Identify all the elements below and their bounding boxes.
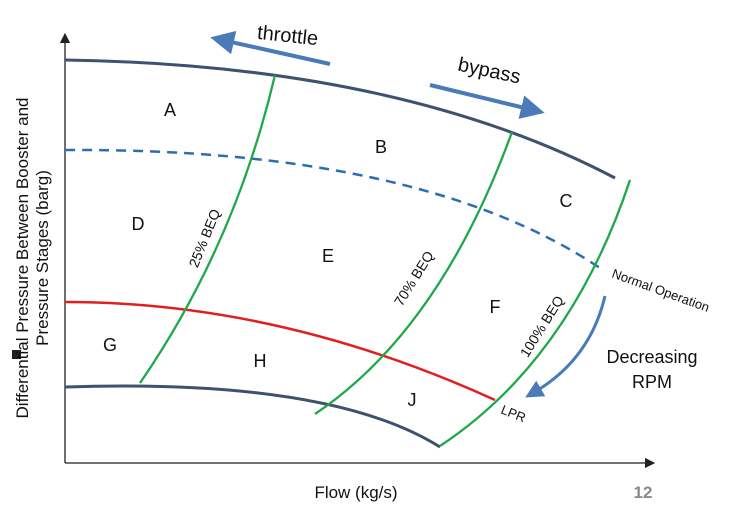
rpm-label: RPM — [632, 372, 672, 392]
lpr-label: LPR — [499, 402, 528, 425]
speed-label-25: 25% BEQ — [185, 207, 223, 270]
bypass-label: bypass — [456, 54, 523, 89]
page-number: 12 — [634, 483, 653, 502]
normal-operation-label: Normal Operation — [610, 266, 712, 315]
region-a: A — [164, 100, 176, 120]
region-g: G — [103, 335, 117, 355]
y-axis-title-line1: Differential Pressure Between Booster an… — [13, 98, 32, 419]
upper-boundary-curve — [64, 58, 616, 180]
lpr-curve — [64, 300, 496, 402]
region-e: E — [322, 246, 334, 266]
speed-line-70 — [314, 131, 514, 415]
speed-label-70: 70% BEQ — [391, 248, 437, 309]
region-d: D — [132, 214, 145, 234]
speed-line-25 — [139, 74, 277, 384]
speed-line-100 — [439, 179, 632, 447]
region-f: F — [490, 297, 501, 317]
throttle-arrow — [210, 30, 331, 66]
lower-boundary-curve — [64, 384, 441, 449]
decreasing-rpm-arrow — [525, 295, 607, 398]
y-axis-title-line2: Pressure Stages (barg) — [33, 170, 52, 346]
region-c: C — [560, 191, 573, 211]
decreasing-label: Decreasing — [606, 347, 697, 367]
y-axis-marker — [12, 350, 21, 359]
region-j: J — [408, 390, 417, 410]
region-b: B — [375, 137, 387, 157]
bypass-arrow — [429, 83, 545, 119]
throttle-label: throttle — [256, 22, 319, 50]
normal-operation-curve — [64, 148, 601, 270]
x-axis-title: Flow (kg/s) — [314, 483, 397, 502]
region-h: H — [254, 351, 267, 371]
